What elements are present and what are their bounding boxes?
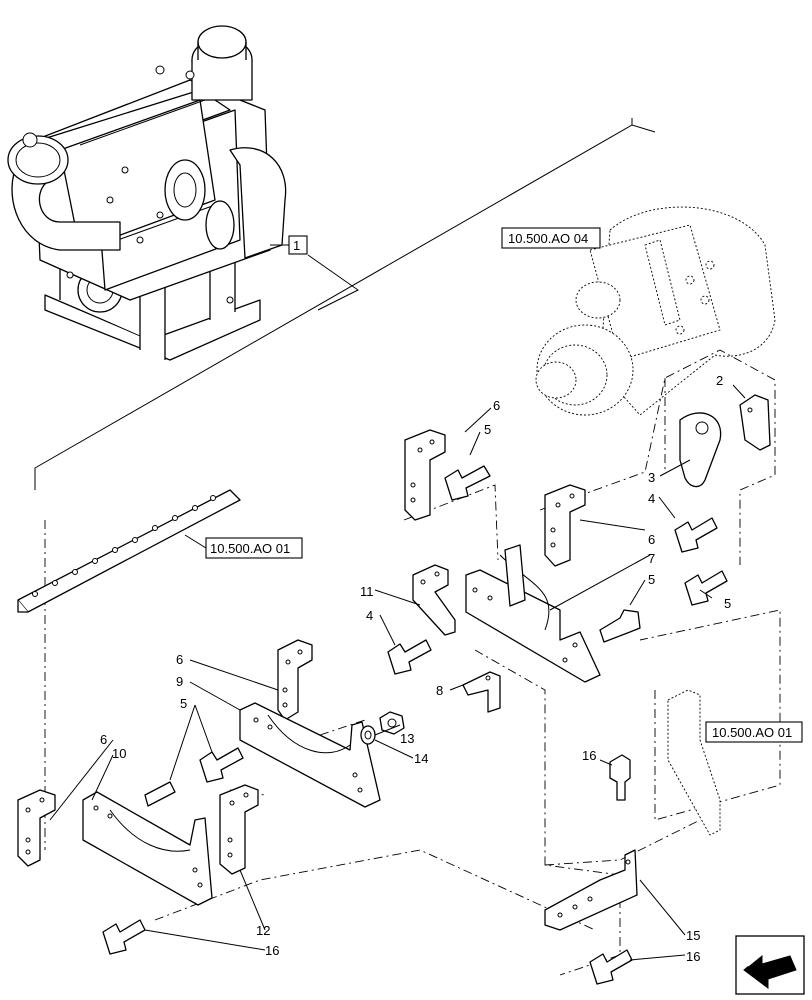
label-11: 11 <box>360 584 374 599</box>
label-15: 15 <box>686 928 700 943</box>
clip-2 <box>739 394 771 451</box>
bolt-16-left <box>102 919 146 955</box>
label-5b: 5 <box>648 572 655 587</box>
reference-label-left: 10.500.AO 01 <box>210 541 290 556</box>
bolt-16-bottom <box>589 949 633 985</box>
separator-line-left <box>34 124 656 490</box>
engine-assembly-icon <box>7 25 287 361</box>
exhaust-treatment-unit-icon <box>535 206 776 416</box>
bolt-5-left <box>144 781 176 807</box>
leader-lines <box>49 384 746 961</box>
label-6d: 6 <box>100 732 107 747</box>
side-bracket-ghost <box>667 689 721 836</box>
bolt-4-mid <box>387 639 432 675</box>
bracket-6-left <box>17 789 56 867</box>
label-9: 9 <box>176 674 183 689</box>
label-6a: 6 <box>493 398 500 413</box>
label-4b: 4 <box>366 608 373 623</box>
bolt-5-top <box>444 465 491 501</box>
bracket-6-top <box>404 429 446 521</box>
bracket-8 <box>462 671 501 713</box>
label-16c: 16 <box>686 949 700 964</box>
label-8: 8 <box>436 683 443 698</box>
engine-callout-label: 1 <box>293 238 300 253</box>
label-16a: 16 <box>265 943 279 958</box>
reference-box-right <box>705 721 803 743</box>
label-14: 14 <box>414 751 428 766</box>
bolt-5-right <box>684 570 728 606</box>
label-5a: 5 <box>484 422 491 437</box>
label-6c: 6 <box>176 652 183 667</box>
bracket-9 <box>239 702 381 808</box>
bracket-10 <box>82 791 213 906</box>
bracket-6-mid <box>544 484 586 567</box>
bracket-7 <box>465 544 601 683</box>
part-labels: 6 5 2 3 4 6 7 5 5 11 4 8 6 9 5 6 10 13 1… <box>100 373 731 964</box>
label-4a: 4 <box>648 491 655 506</box>
lug-plate-3 <box>679 412 722 488</box>
label-12: 12 <box>256 923 270 938</box>
washer-14 <box>360 725 376 745</box>
label-5c: 5 <box>724 596 731 611</box>
bolt-16-center <box>609 754 631 801</box>
label-2: 2 <box>716 373 723 388</box>
bolt-5-lower <box>199 747 244 783</box>
bracket-12 <box>219 784 259 875</box>
long-plate-part <box>17 489 241 613</box>
bracket-15 <box>544 849 638 931</box>
separator-line-right <box>307 254 359 311</box>
bolt-4-right <box>674 517 718 553</box>
bracket-11 <box>412 564 456 636</box>
bolt-5-mid <box>599 609 641 643</box>
label-3: 3 <box>648 470 655 485</box>
label-10: 10 <box>112 746 126 761</box>
label-7: 7 <box>648 551 655 566</box>
label-16b: 16 <box>582 748 596 763</box>
reference-box-top <box>501 227 601 249</box>
assembly-guide-lines <box>44 349 781 976</box>
nut-13 <box>379 711 405 735</box>
reference-label-top: 10.500.AO 04 <box>508 231 588 246</box>
label-5d: 5 <box>180 696 187 711</box>
label-6b: 6 <box>648 532 655 547</box>
label-13: 13 <box>400 731 414 746</box>
navigation-arrow-icon[interactable] <box>735 935 805 995</box>
reference-label-right: 10.500.AO 01 <box>712 725 792 740</box>
bracket-6-lower <box>277 639 313 721</box>
